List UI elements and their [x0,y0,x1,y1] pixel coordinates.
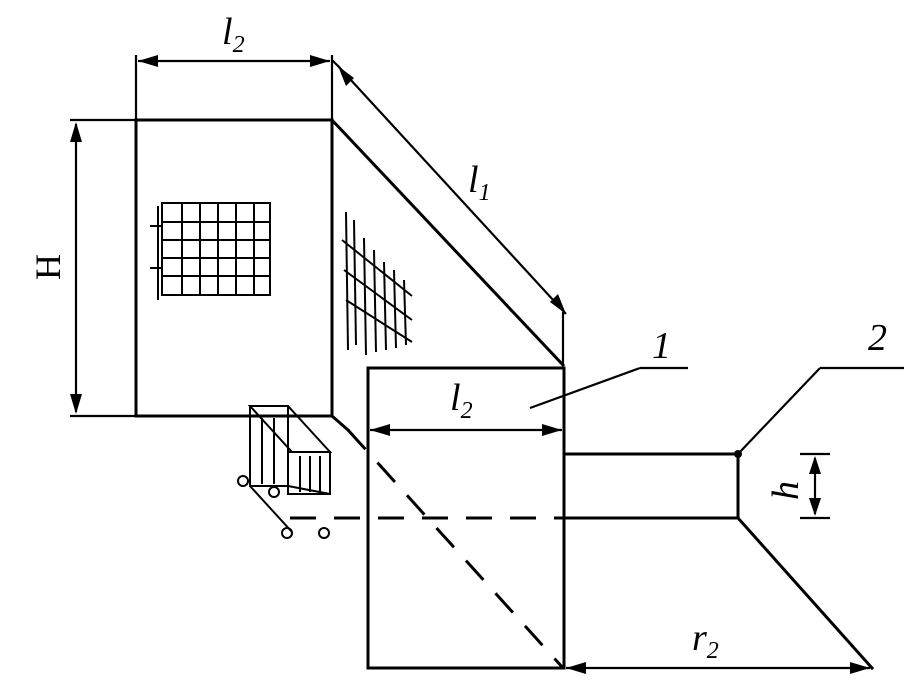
cart-equipment [237,405,333,539]
dimension-H [70,118,136,418]
window-grid [150,202,271,300]
dimension-l2-mid [370,424,562,436]
callout-1-leader [529,366,688,410]
label-callout-2: 2 [868,317,887,359]
building-base-edge [329,413,351,433]
side-window-marks [341,211,413,356]
dashed-diagonal [346,428,565,670]
label-l1: l1 [468,159,491,206]
dimension-l2-top [134,55,334,120]
label-callout-1: 1 [652,325,671,367]
label-H: H [28,254,68,280]
r2-diagonal [735,515,875,671]
building-roof-slope [329,117,566,368]
callout-2-leader [737,366,904,455]
dimension-h [800,452,830,520]
label-h: h [765,481,807,500]
dimension-l1 [331,59,567,365]
label-l2-top: l2 [222,11,245,58]
label-l2-mid: l2 [450,377,473,424]
label-r2: r2 [692,617,719,664]
dimension-r2 [566,662,870,674]
building-outline [134,118,334,418]
